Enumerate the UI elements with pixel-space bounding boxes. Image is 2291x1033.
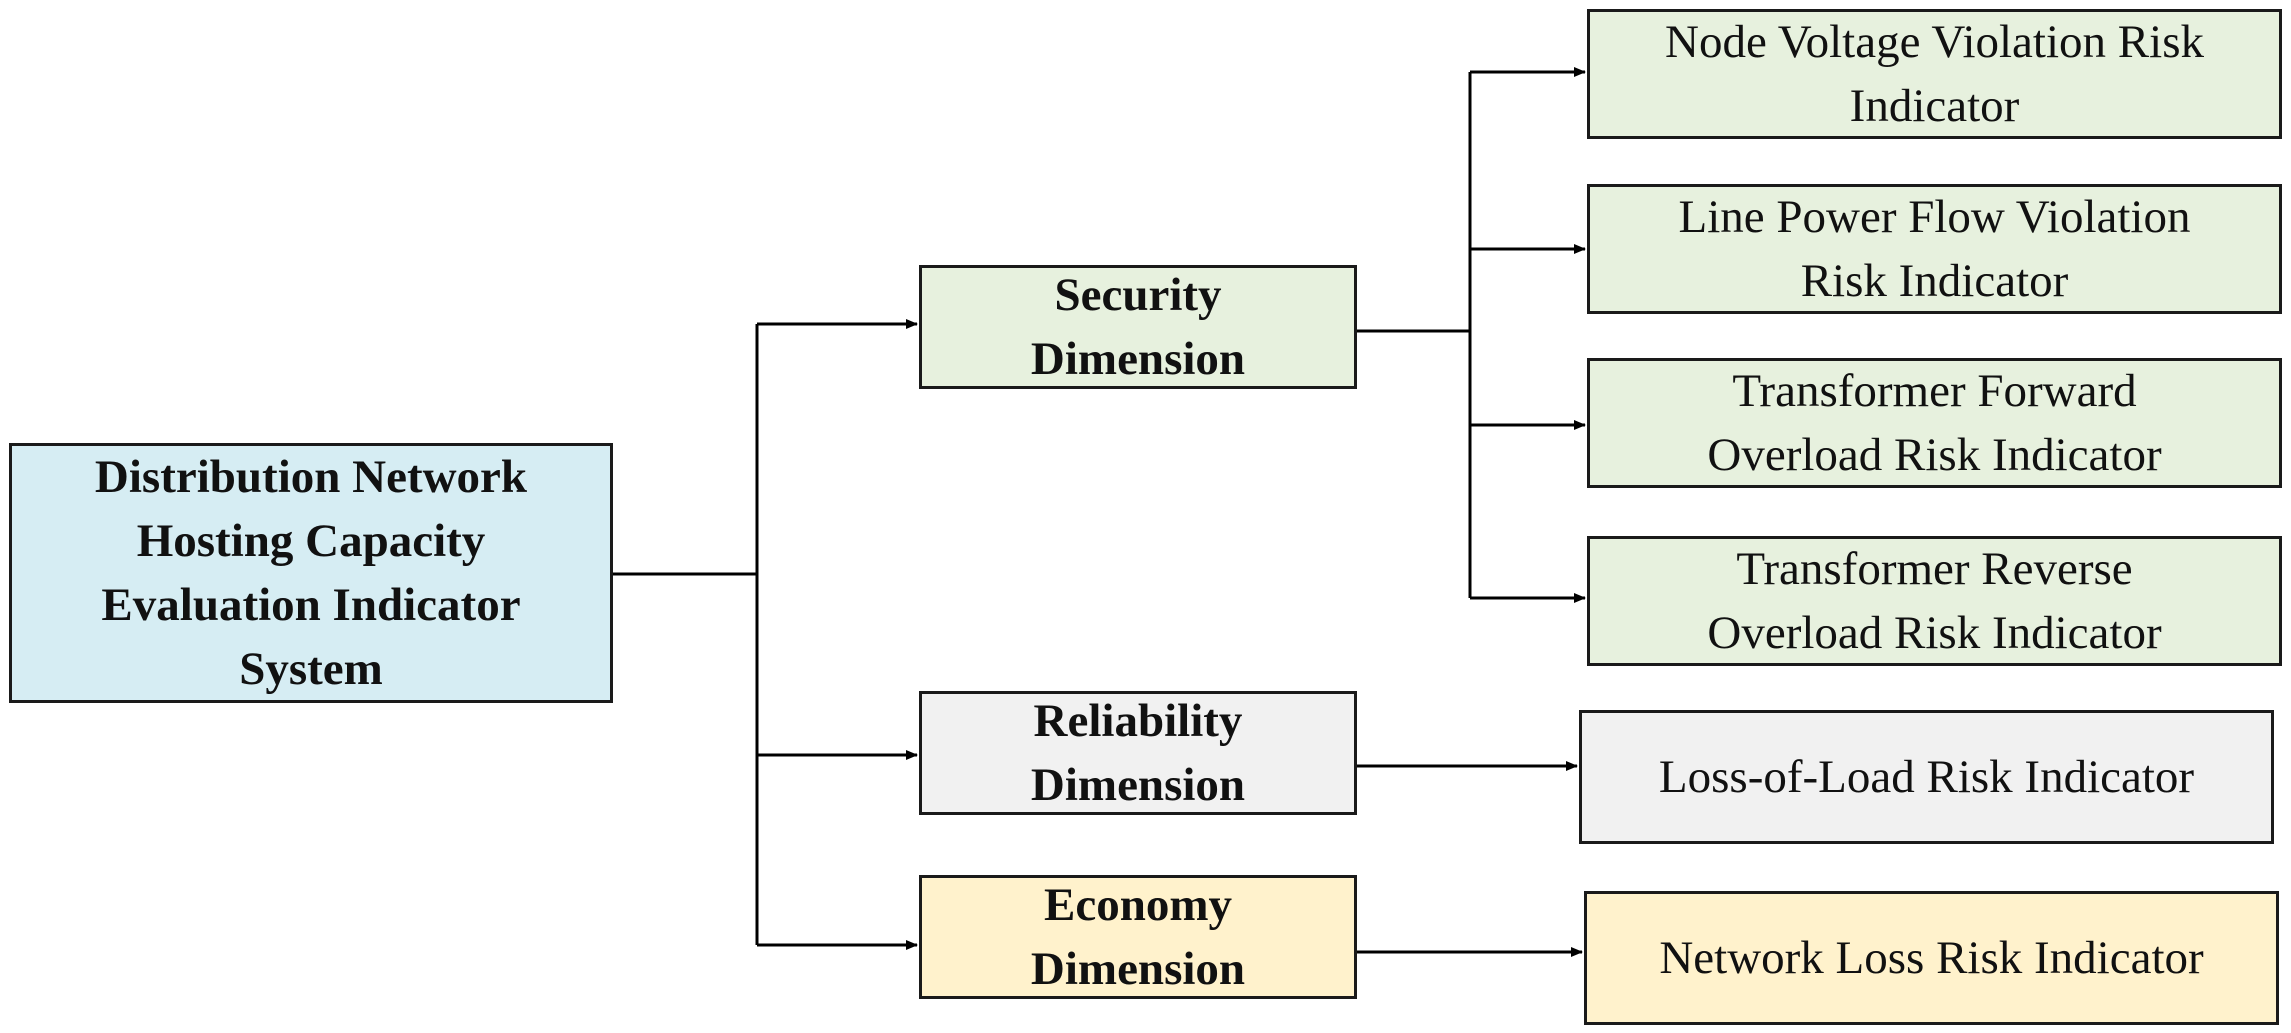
line-flow-indicator-label: Line Power Flow Violation Risk Indicator	[1678, 191, 2191, 307]
line-flow-indicator-box: Line Power Flow Violation Risk Indicator	[1587, 184, 2282, 314]
loss-of-load-indicator-label: Loss-of-Load Risk Indicator	[1658, 751, 2195, 803]
node-voltage-indicator-box: Node Voltage Violation Risk Indicator	[1587, 9, 2282, 139]
reliability-dimension-label: Reliability Dimension	[1030, 695, 1246, 811]
loss-of-load-indicator-box: Loss-of-Load Risk Indicator	[1579, 710, 2274, 844]
economy-dimension-label: Economy Dimension	[1030, 879, 1246, 995]
transformer-forward-indicator-box: Transformer Forward Overload Risk Indica…	[1587, 358, 2282, 488]
transformer-reverse-indicator-label: Transformer Reverse Overload Risk Indica…	[1707, 543, 2162, 659]
network-loss-indicator-label: Network Loss Risk Indicator	[1659, 932, 2204, 984]
root-node-box: Distribution Network Hosting Capacity Ev…	[9, 443, 613, 703]
security-dimension-box: Security Dimension	[919, 265, 1357, 389]
node-voltage-indicator-label: Node Voltage Violation Risk Indicator	[1665, 16, 2204, 132]
root-node-label: Distribution Network Hosting Capacity Ev…	[94, 451, 528, 695]
transformer-forward-indicator-label: Transformer Forward Overload Risk Indica…	[1707, 365, 2162, 481]
reliability-dimension-box: Reliability Dimension	[919, 691, 1357, 815]
transformer-reverse-indicator-box: Transformer Reverse Overload Risk Indica…	[1587, 536, 2282, 666]
network-loss-indicator-box: Network Loss Risk Indicator	[1584, 891, 2279, 1025]
economy-dimension-box: Economy Dimension	[919, 875, 1357, 999]
security-dimension-label: Security Dimension	[1030, 269, 1246, 385]
